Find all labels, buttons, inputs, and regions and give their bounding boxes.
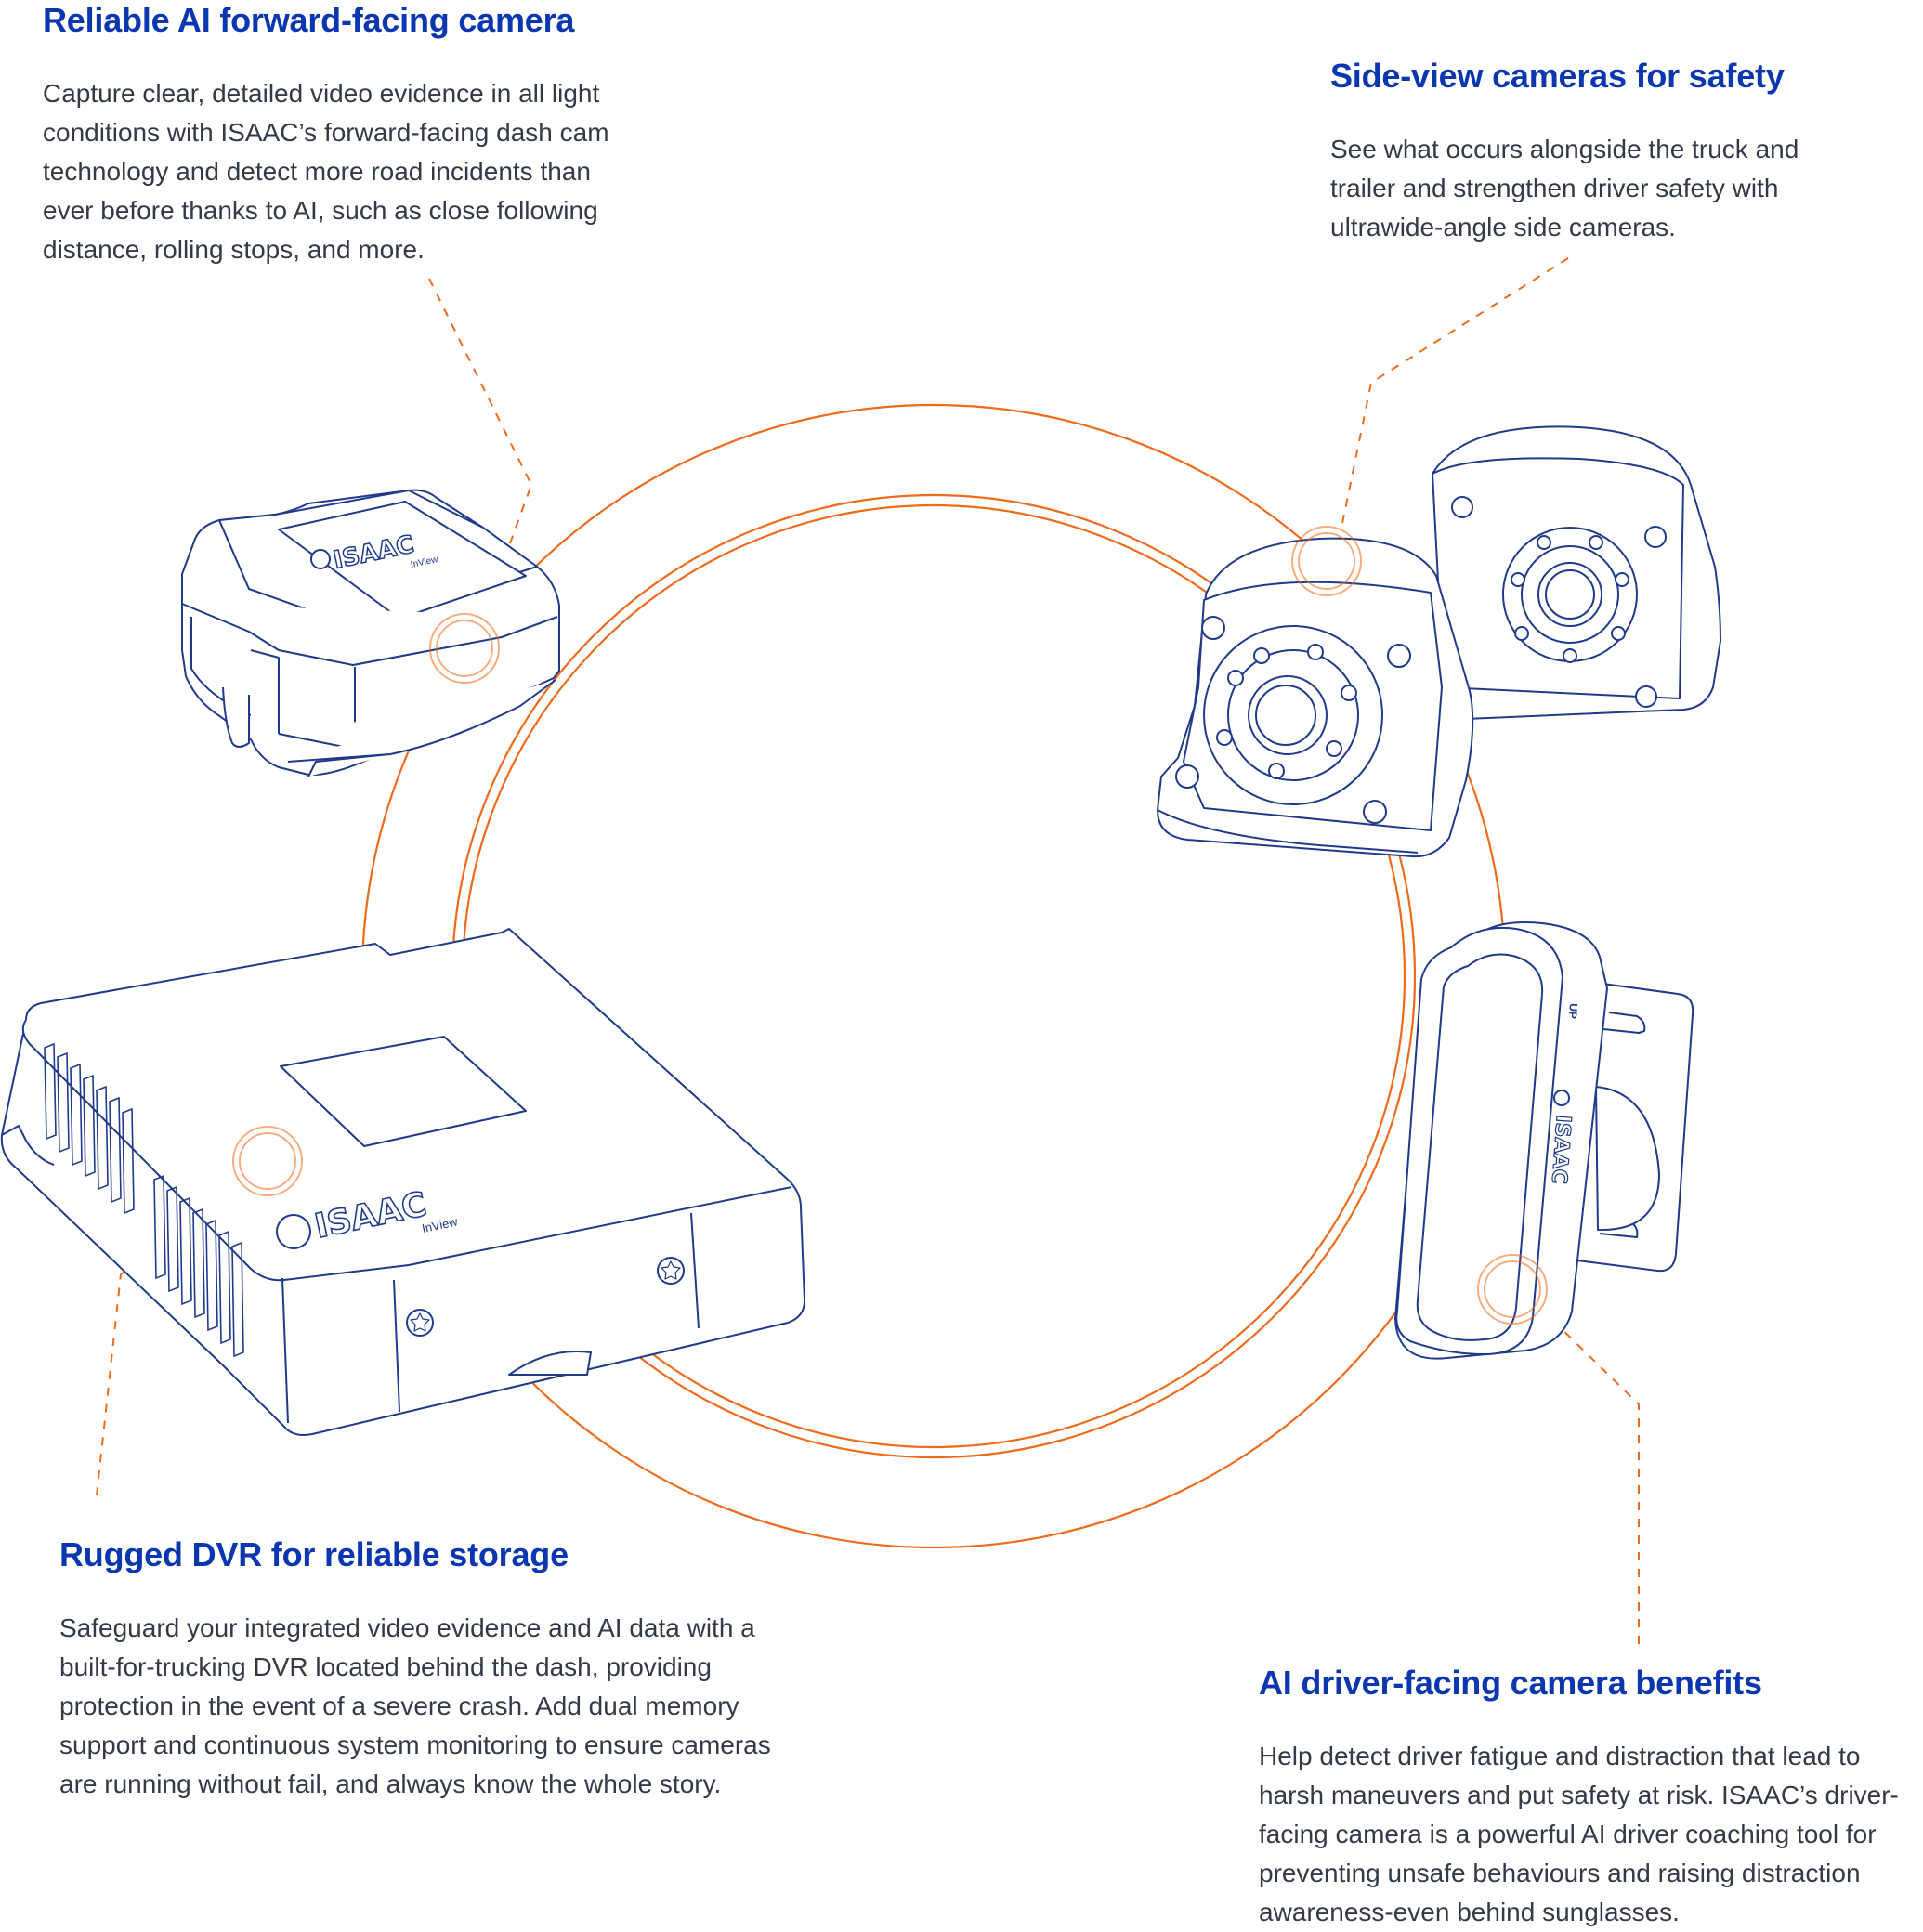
- feature-driver-camera: AI driver-facing camera benefits Help de…: [1259, 1663, 1914, 1932]
- feature-description: Capture clear, detailed video evidence i…: [43, 79, 609, 264]
- svg-text:UP: UP: [1566, 1003, 1580, 1020]
- feature-title: Reliable AI forward-facing camera: [43, 1, 575, 39]
- up-marker: UP: [1566, 1003, 1580, 1020]
- feature-title: AI driver-facing camera benefits: [1259, 1664, 1762, 1702]
- side-camera-rear: [1432, 425, 1721, 720]
- dvr-illustration: [0, 928, 805, 1436]
- feature-dvr: Rugged DVR for reliable storage Safeguar…: [59, 1534, 784, 1804]
- dvr-fins: [44, 1042, 244, 1358]
- driver-camera-illustration: [1394, 920, 1694, 1360]
- feature-description: Safeguard your integrated video evidence…: [59, 1613, 771, 1798]
- svg-text:ISAAC: ISAAC: [1547, 1115, 1575, 1185]
- feature-forward-camera: Reliable AI forward-facing camera Captur…: [43, 0, 637, 269]
- isaac-logo-icon: ISAAC: [1546, 1114, 1575, 1185]
- feature-side-cameras: Side-view cameras for safety See what oc…: [1330, 56, 1851, 247]
- feature-description: Help detect driver fatigue and distracti…: [1259, 1742, 1899, 1926]
- feature-title: Rugged DVR for reliable storage: [59, 1535, 569, 1573]
- side-camera-front: [1157, 537, 1474, 858]
- hotspot-marker-icon: [232, 526, 1548, 1325]
- feature-title: Side-view cameras for safety: [1330, 57, 1785, 95]
- feature-description: See what occurs alongside the truck and …: [1330, 135, 1799, 242]
- leader-lines: [96, 257, 1640, 1644]
- forward-camera-illustration: [181, 489, 560, 777]
